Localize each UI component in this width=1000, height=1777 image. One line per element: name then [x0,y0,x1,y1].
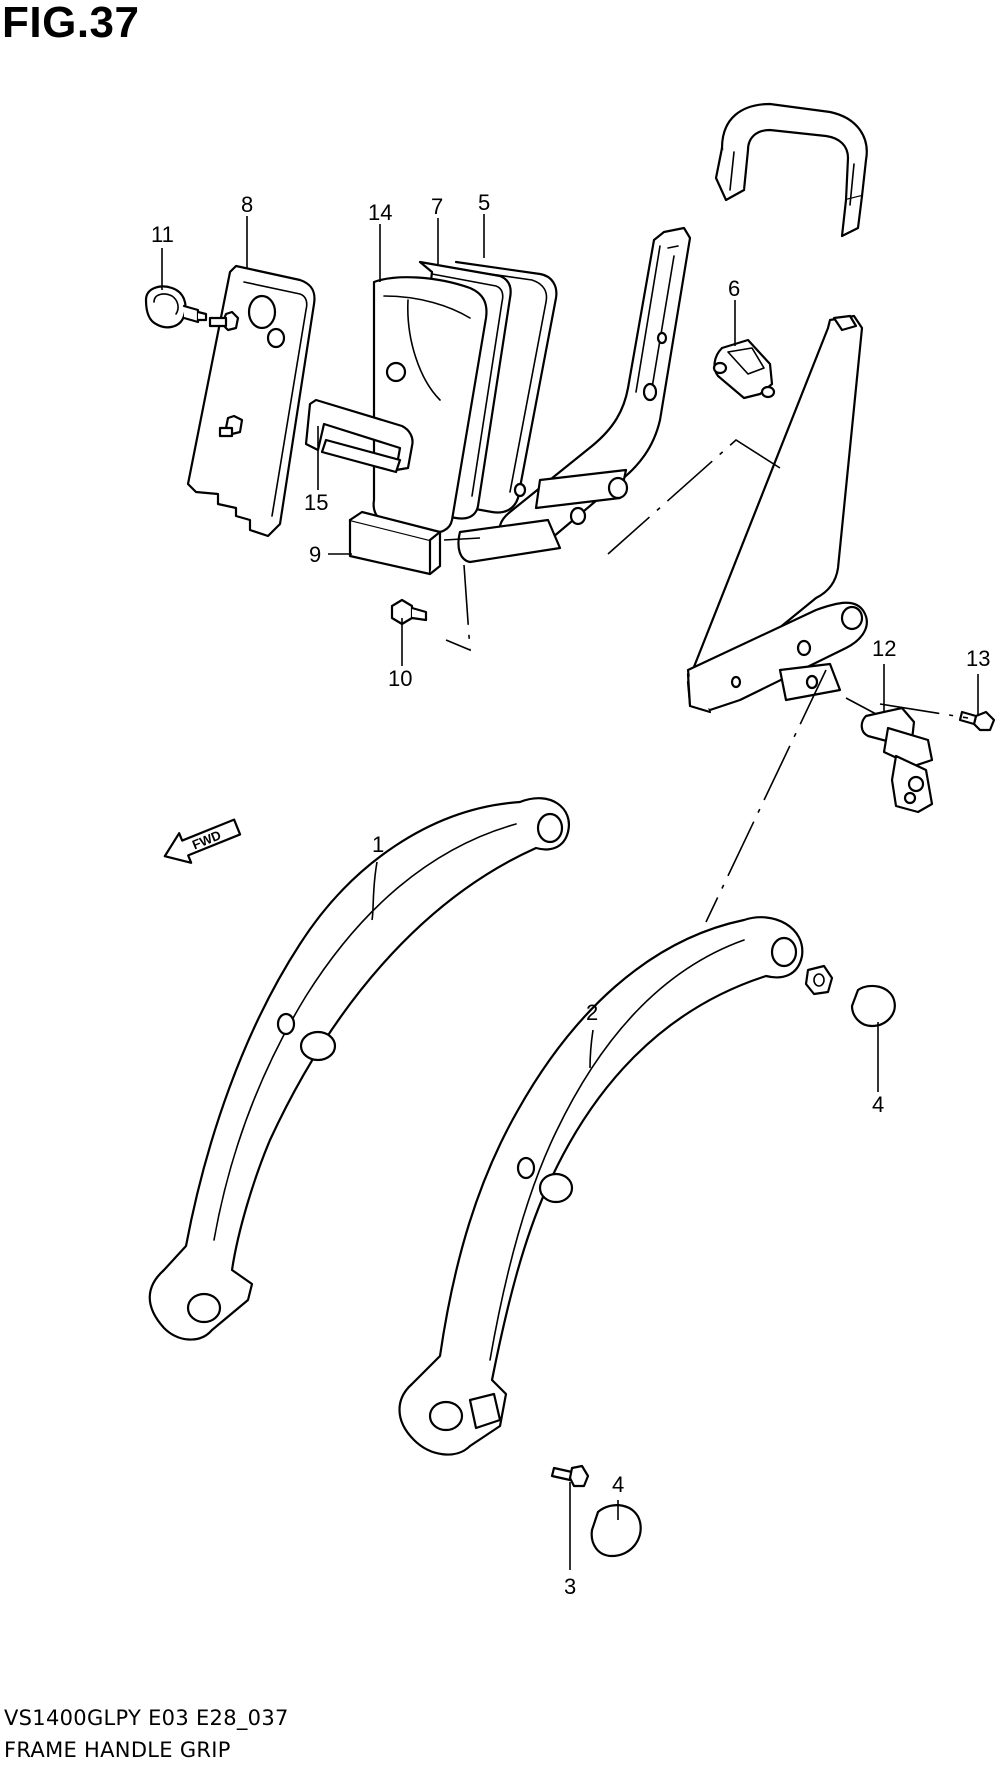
part-3-drawing [550,1464,590,1488]
part-13-drawing [958,710,996,732]
callout-2: 2 [586,1000,598,1025]
callout-13: 13 [966,646,990,671]
part-4-lower-drawing [590,1504,642,1558]
alignment-lines [443,439,969,923]
rear-bracket-drawing [686,314,868,714]
callout-7: 7 [431,194,443,219]
part-6-drawing [712,338,776,400]
callout-5: 5 [478,190,490,215]
part-10-drawing [390,598,428,626]
callout-4-upper: 4 [872,1092,884,1117]
part-1-drawing [148,797,571,1341]
callout-12: 12 [872,636,896,661]
part-11-drawing [144,285,208,329]
callout-14: 14 [368,200,392,225]
part-4-upper-drawing [850,984,896,1028]
grab-handle-drawing [714,102,868,238]
model-code: VS1400GLPY E03 E28_037 [4,1706,289,1730]
part-2-drawing [398,916,804,1456]
forward-direction-arrow: FWD [163,818,242,864]
leader-lines [161,214,979,1570]
callout-15: 15 [304,490,328,515]
section-name: FRAME HANDLE GRIP [4,1738,231,1762]
callout-10: 10 [388,666,412,691]
nut-drawing [804,964,834,996]
callout-9: 9 [309,542,321,567]
part-12-drawing [860,706,934,814]
figure-title: FIG.37 [2,0,140,47]
callout-4-lower: 4 [612,1472,624,1497]
callout-1: 1 [372,832,384,857]
callout-labels: 11 8 14 7 5 6 15 9 10 12 13 1 2 4 4 3 [151,190,990,1599]
callout-3: 3 [564,1574,576,1599]
callout-11: 11 [151,222,174,247]
part-9-drawing [348,510,442,576]
part-8-drawing [186,264,316,538]
frame-rail-drawing [457,226,692,564]
callout-6: 6 [728,276,740,301]
part-15-drawing [304,398,414,474]
callout-8: 8 [241,192,253,217]
